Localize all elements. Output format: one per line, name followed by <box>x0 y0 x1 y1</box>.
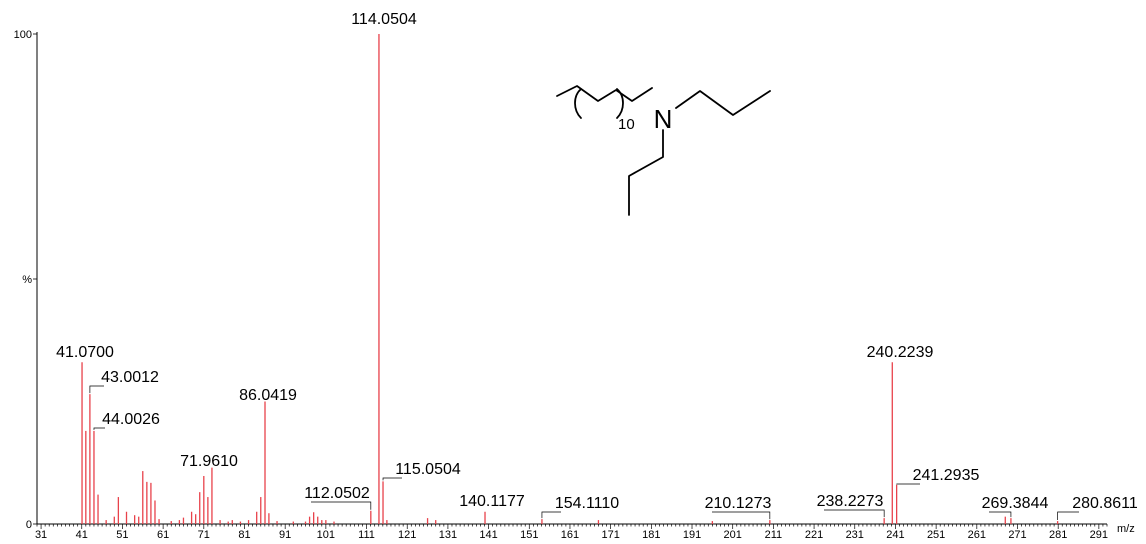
structure-repeat-bracket-right <box>616 88 624 119</box>
x-tick-label: 191 <box>683 529 701 541</box>
x-axis-unit-label: m/z <box>1117 523 1135 535</box>
x-tick-label: 81 <box>238 529 250 541</box>
peak-label: 43.0012 <box>101 369 159 386</box>
x-tick-label: 121 <box>398 529 416 541</box>
peak-label-leader <box>712 511 771 520</box>
chemical-structure: N 10 <box>556 85 771 216</box>
x-tick-label: 41 <box>76 529 88 541</box>
peak-label: 86.0419 <box>239 387 297 404</box>
x-tick-label: 161 <box>561 529 579 541</box>
y-tick-label: 0 <box>26 519 32 531</box>
x-tick-label: 71 <box>198 529 210 541</box>
peak-label: 44.0026 <box>102 411 160 428</box>
x-tick-label: 211 <box>765 529 783 541</box>
structure-alkyl-chain-bond <box>556 85 653 102</box>
peak-label-leader <box>311 501 372 510</box>
peak-label: 114.0504 <box>351 11 417 28</box>
peaks <box>81 34 1059 524</box>
x-tick-label: 181 <box>642 529 660 541</box>
peak-label: 238.2273 <box>817 493 884 510</box>
x-tick-label: 291 <box>1090 529 1108 541</box>
peak-label: 112.0502 <box>304 485 370 502</box>
x-tick-label: 91 <box>279 529 291 541</box>
x-tick-label: 271 <box>1008 529 1026 541</box>
peak-label: 210.1273 <box>705 495 772 512</box>
peak-label-leader <box>1057 511 1079 521</box>
x-tick-label: 51 <box>116 529 128 541</box>
peak-label: 280.8611 <box>1072 495 1138 512</box>
x-tick-label: 141 <box>479 529 497 541</box>
structure-repeat-bracket-left <box>574 88 582 119</box>
x-tick-label: 131 <box>439 529 457 541</box>
x-tick-label: 151 <box>520 529 538 541</box>
structure-repeat-count: 10 <box>618 116 635 133</box>
x-tick-label: 281 <box>1049 529 1067 541</box>
peak-label: 115.0504 <box>395 461 461 478</box>
structure-propyl-bond-down <box>628 129 664 216</box>
structure-propyl-bond-right <box>675 90 771 116</box>
peak-label-leader <box>93 427 105 430</box>
peak-label: 241.2935 <box>913 467 980 484</box>
peak-label: 71.9610 <box>180 453 238 470</box>
x-tick-label: 231 <box>846 529 864 541</box>
x-tick-label: 171 <box>601 529 619 541</box>
peak-label: 140.1177 <box>459 493 525 510</box>
x-tick-label: 221 <box>805 529 823 541</box>
peak-label-leader <box>824 509 885 518</box>
x-tick-label: 251 <box>927 529 945 541</box>
y-tick-label: % <box>22 274 32 286</box>
peak-label-leader <box>382 477 402 481</box>
peak-labels: 41.0700 43.0012 44.0026 71.9610 86.0419 112.0… <box>56 11 1138 521</box>
peak-label: 154.1110 <box>555 495 619 512</box>
x-tick-label: 61 <box>157 529 169 541</box>
x-tick-label: 201 <box>724 529 742 541</box>
y-tick-label: 100 <box>14 29 32 41</box>
peak-label: 41.0700 <box>56 344 114 361</box>
peak-label: 240.2239 <box>867 344 934 361</box>
x-tick-label: 261 <box>968 529 986 541</box>
peak-label-leader <box>89 385 104 394</box>
axes: 31 41 51 61 71 81 91 101 111 121 131 141 151 161 171 18… <box>14 29 1135 541</box>
x-tick-label: 111 <box>358 529 375 541</box>
peak-label: 269.3844 <box>982 495 1049 512</box>
peak-label-leader <box>989 511 1012 518</box>
peak-label-leader <box>541 511 561 519</box>
structure-nitrogen-atom: N <box>654 104 673 134</box>
x-tick-label: 101 <box>317 529 335 541</box>
x-tick-label: 241 <box>886 529 904 541</box>
x-tick-label: 31 <box>35 529 47 541</box>
